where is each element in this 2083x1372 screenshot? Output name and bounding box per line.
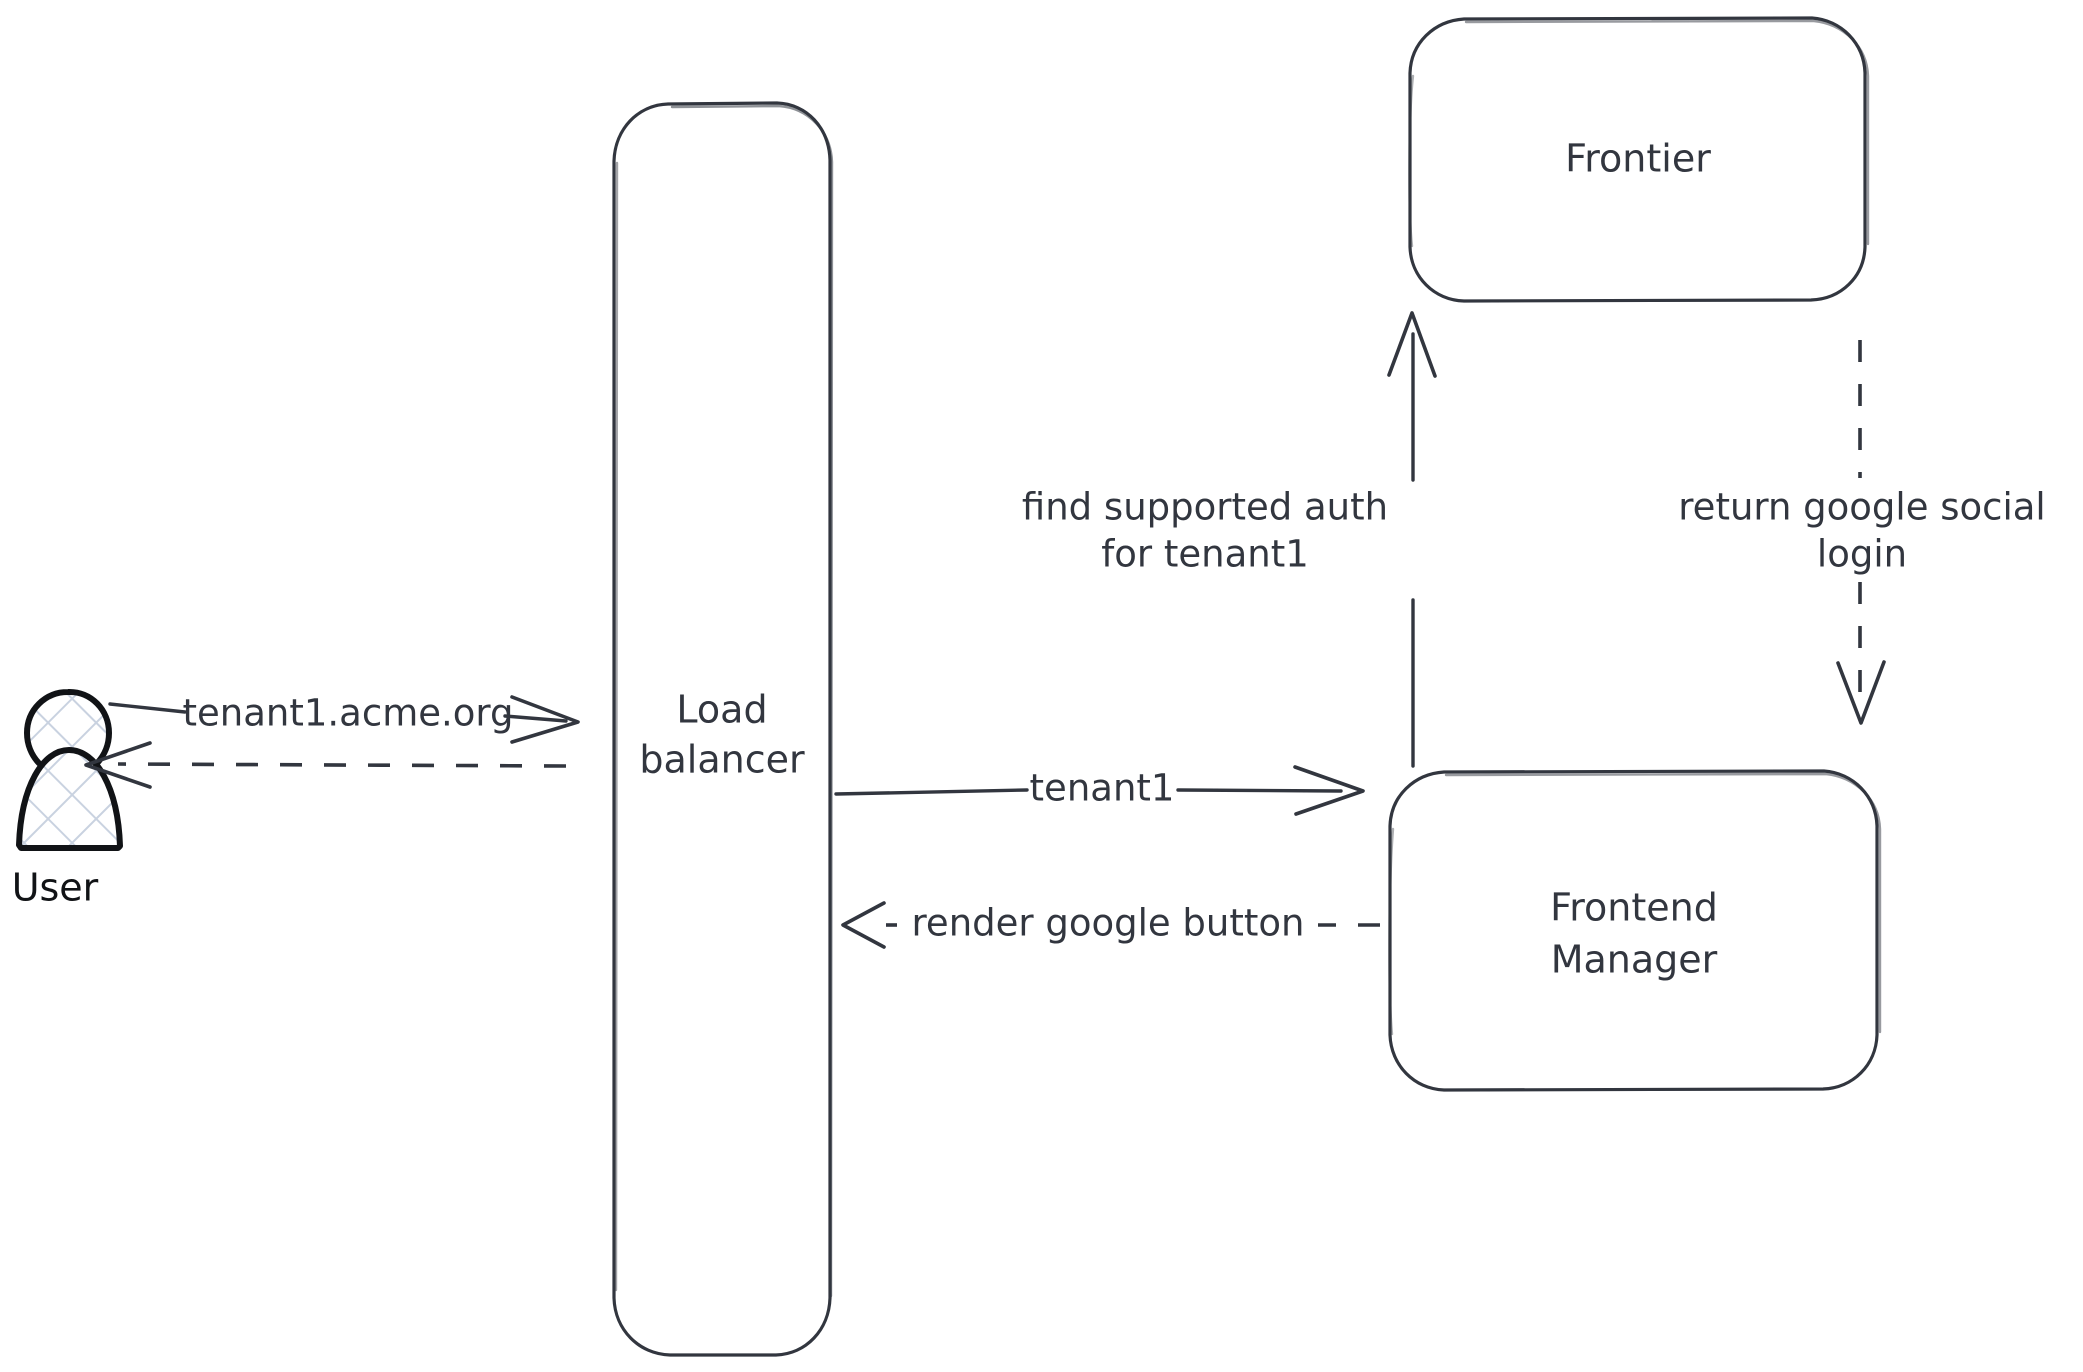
edge-label-tenant1: tenant1 <box>1030 767 1175 810</box>
edge-fm-lb-arrowhead <box>841 901 886 949</box>
edge-user-lb-tail <box>108 702 187 714</box>
edge-lb-user-arrowhead <box>84 741 152 789</box>
edge-load-balancer-to-user <box>84 741 567 789</box>
node-frontend-manager[interactable]: Frontend Manager <box>1388 769 1882 1092</box>
edge-label-render-google-button: render google button <box>912 902 1305 945</box>
edge-label-find-supported-auth-line1: find supported auth <box>1022 486 1388 529</box>
edge-user-lb-arrowhead <box>510 695 580 744</box>
actor-user[interactable]: User <box>10 686 130 910</box>
edge-label-find-supported-auth-line2: for tenant1 <box>1101 533 1309 576</box>
frontend-manager-shape <box>1388 769 1879 1092</box>
frontier-label: Frontier <box>1565 137 1711 181</box>
load-balancer-shape-pass3 <box>614 161 619 1292</box>
node-load-balancer[interactable]: Load balancer <box>612 101 834 1357</box>
edge-label-return-google-social-line1: return google social <box>1678 486 2045 529</box>
load-balancer-shape-pass2 <box>670 104 834 1298</box>
frontend-manager-label-line2: Manager <box>1551 938 1718 982</box>
edge-user-to-load-balancer: tenant1.acme.org <box>108 692 580 744</box>
frontend-manager-label-line1: Frontend <box>1550 886 1718 930</box>
load-balancer-label-line1: Load <box>676 688 767 732</box>
edge-frontier-to-frontend-manager: return google social login <box>1678 340 2046 725</box>
frontier-shape-pass2 <box>1464 19 1870 246</box>
edge-user-lb-head-line <box>503 714 568 723</box>
frontier-shape-pass3 <box>1408 74 1415 248</box>
edge-lb-fm-tail <box>834 788 1029 796</box>
edge-lb-fm-arrowhead <box>1293 765 1365 816</box>
edge-lb-fm-head-line <box>1176 788 1343 793</box>
edge-frontend-manager-to-load-balancer: render google button <box>841 901 1380 949</box>
edge-label-tenant1-acme-org: tenant1.acme.org <box>183 692 514 735</box>
edge-fm-frontier-arrowhead <box>1387 311 1437 378</box>
edge-frontend-manager-to-frontier: find supported auth for tenant1 <box>1022 311 1437 768</box>
frontend-manager-shape-pass2 <box>1444 772 1882 1034</box>
edge-load-balancer-to-frontend-manager: tenant1 <box>834 765 1365 816</box>
load-balancer-label-line2: balancer <box>639 738 805 782</box>
user-body-icon <box>16 747 123 851</box>
edge-label-return-google-social-line2: login <box>1817 533 1907 576</box>
edge-lb-user-line <box>117 762 567 768</box>
edge-frontier-fm-arrowhead <box>1836 660 1886 725</box>
node-frontier[interactable]: Frontier <box>1408 16 1870 303</box>
frontend-manager-shape-pass3 <box>1388 827 1395 1036</box>
user-label: User <box>12 866 99 910</box>
